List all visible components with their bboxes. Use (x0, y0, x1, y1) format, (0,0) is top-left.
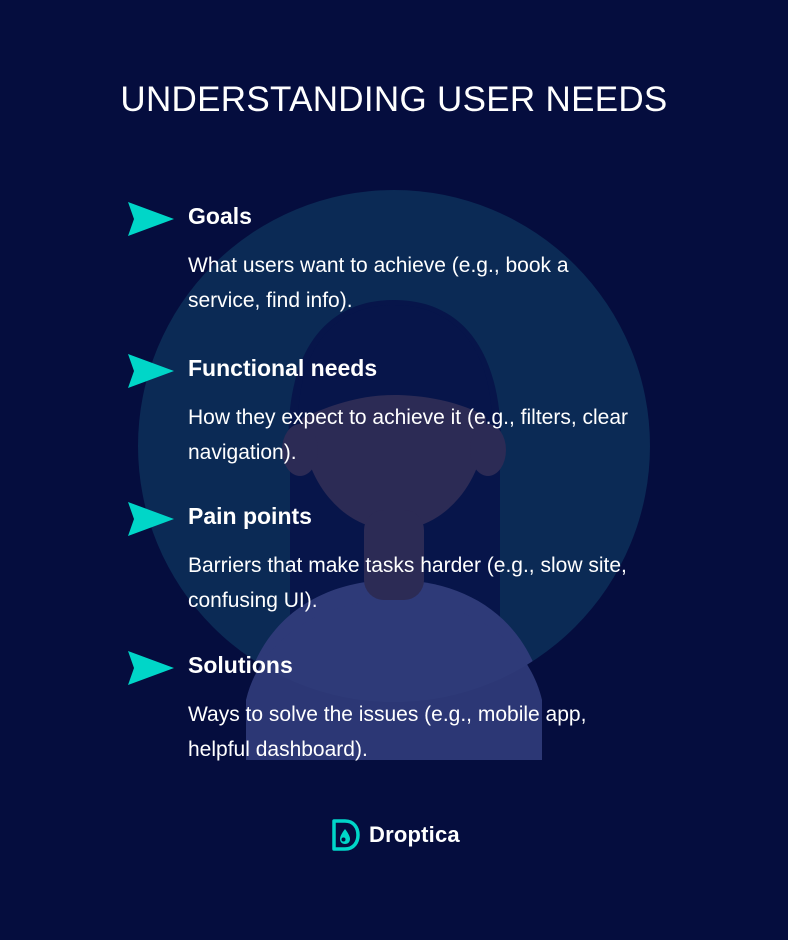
item-heading: Pain points (188, 503, 312, 529)
play-arrow-icon (128, 202, 174, 236)
play-arrow-icon (128, 502, 174, 536)
droptica-logo-icon (332, 819, 360, 851)
droptica-logo: Droptica (331, 818, 460, 852)
play-arrow-icon (128, 354, 174, 388)
page-title: UNDERSTANDING USER NEEDS (120, 80, 668, 119)
item-description: Ways to solve the issues (e.g., mobile a… (188, 703, 587, 761)
item-description: How they expect to achieve it (e.g., fil… (188, 406, 629, 464)
item-description: What users want to achieve (e.g., book a… (188, 254, 569, 312)
item-heading: Solutions (188, 652, 293, 678)
logo-text: Droptica (369, 822, 460, 847)
item-heading: Functional needs (188, 355, 378, 381)
play-arrow-icon (128, 651, 174, 685)
avatar-fringe (298, 305, 492, 420)
item-heading: Goals (188, 203, 252, 229)
item-description: Barriers that make tasks harder (e.g., s… (188, 554, 627, 612)
